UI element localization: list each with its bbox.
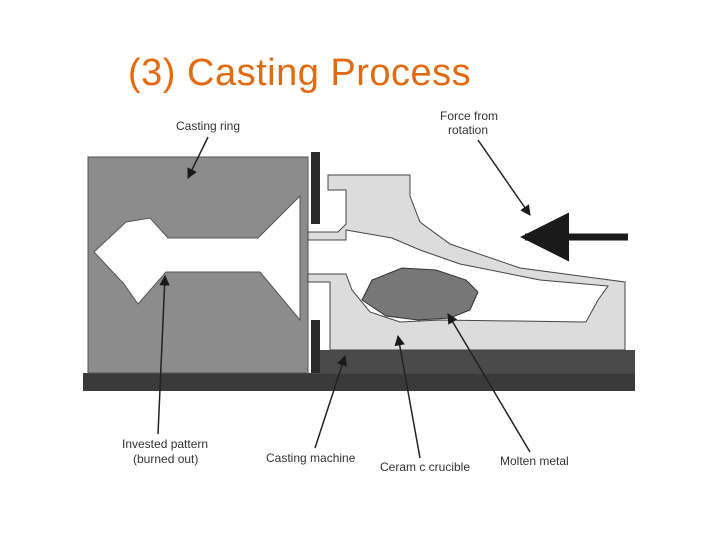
leader-force — [477, 139, 531, 216]
label-force-line2: rotation — [448, 123, 488, 137]
leader-casting-ring — [187, 136, 209, 179]
leader-invested-pattern — [157, 274, 170, 435]
label-ceramic-crucible: Ceram c crucible — [380, 460, 470, 474]
machine-base — [83, 373, 635, 391]
label-force-line1: Force from — [440, 109, 498, 123]
divider-plate-top — [311, 152, 320, 224]
molten-metal — [361, 267, 479, 321]
leader-casting-machine — [314, 355, 348, 449]
leader-molten-metal — [447, 313, 531, 453]
slide-title: (3) Casting Process — [128, 52, 472, 94]
divider-plate-bottom — [311, 320, 320, 373]
leader-ceramic-crucible — [394, 334, 421, 459]
label-molten-metal: Molten metal — [500, 454, 569, 468]
label-invested-line1: Invested pattern — [122, 437, 208, 451]
label-invested-line2: (burned out) — [133, 452, 198, 466]
machine-platform — [312, 350, 635, 374]
ceramic-crucible — [307, 174, 626, 351]
label-casting-machine: Casting machine — [266, 451, 356, 465]
casting-ring — [87, 156, 309, 374]
label-casting-ring: Casting ring — [176, 119, 240, 133]
